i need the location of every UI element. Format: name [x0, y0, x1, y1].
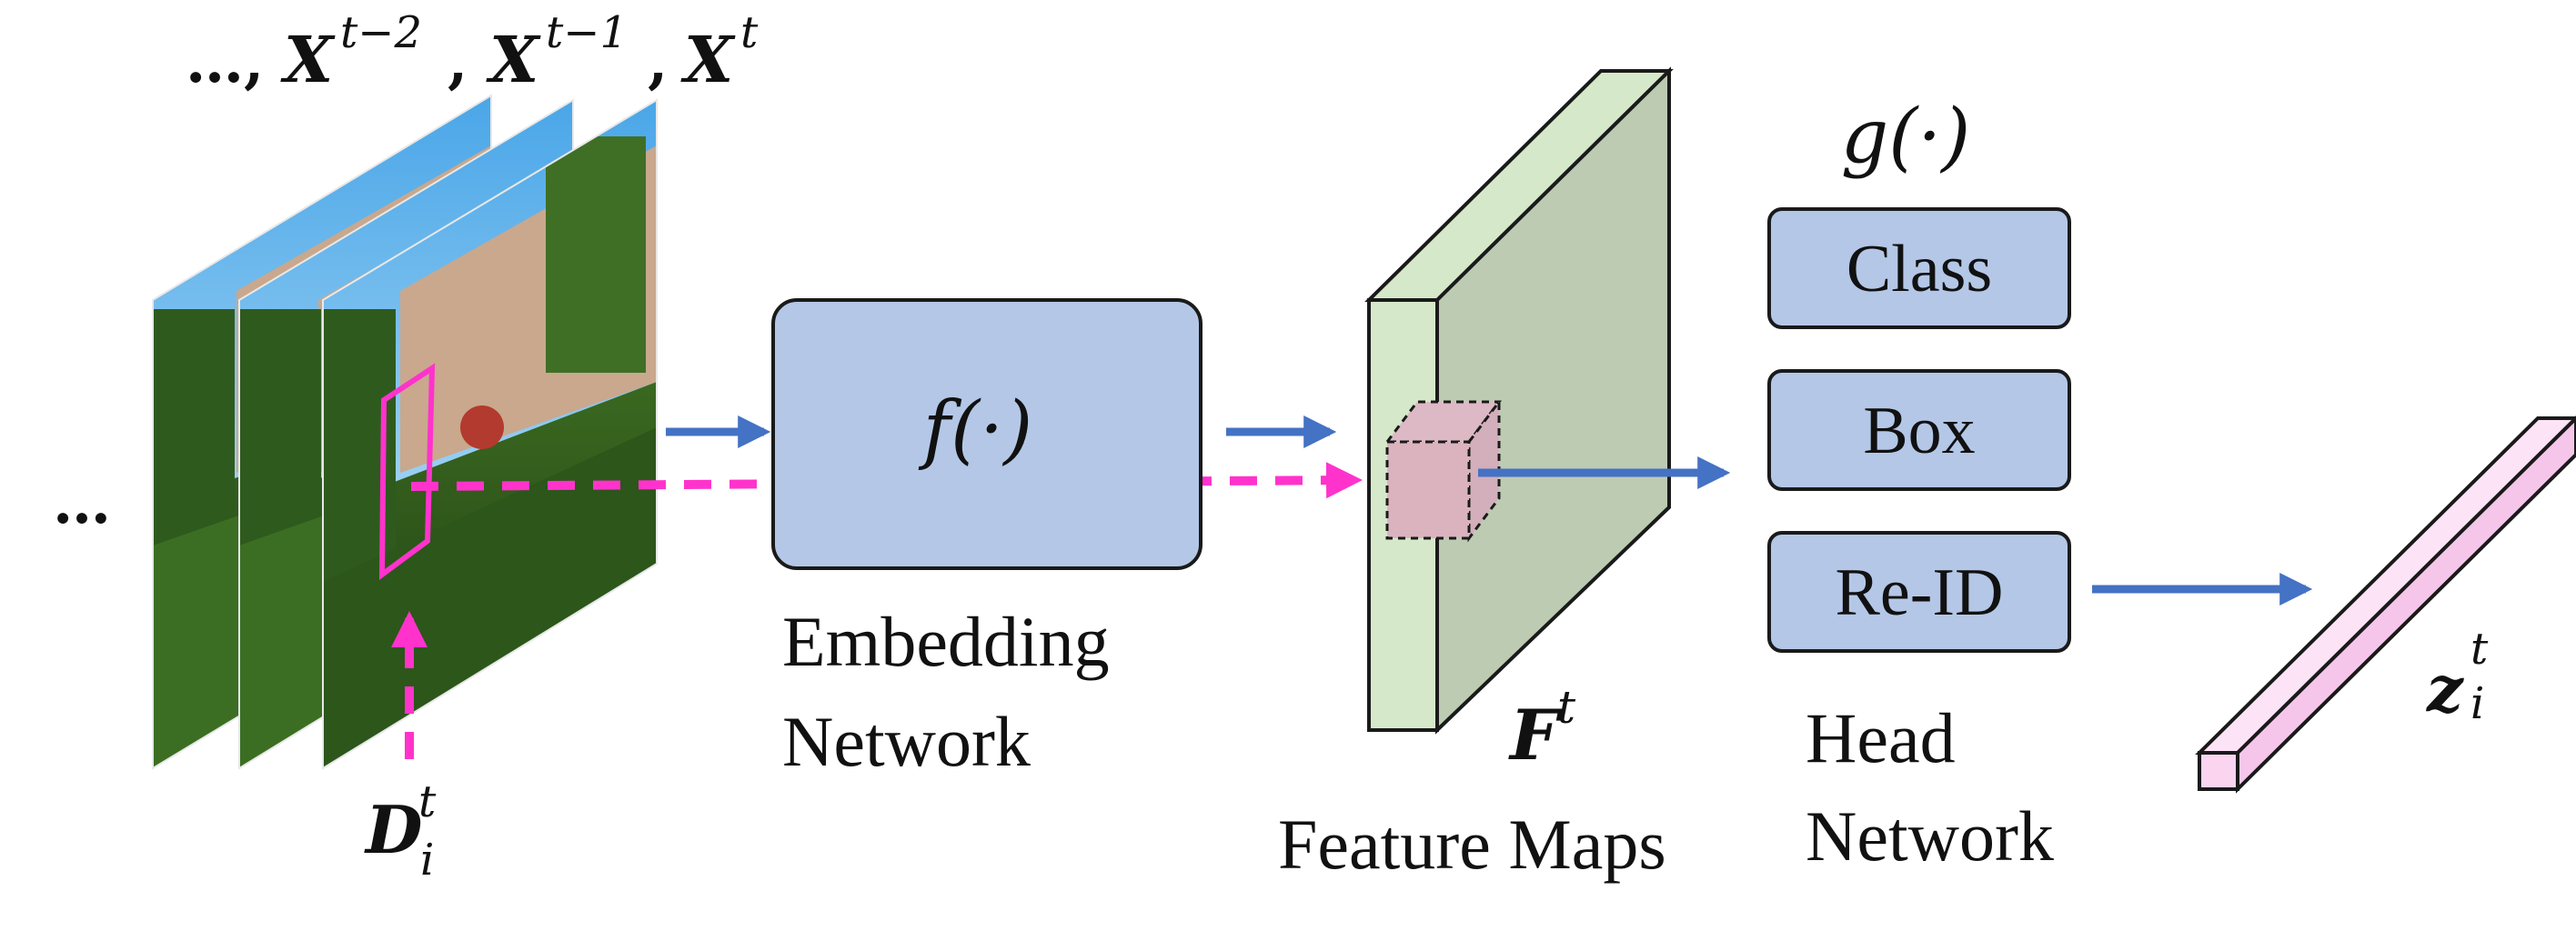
frame-x-t: X — [680, 22, 736, 97]
detection-box — [378, 363, 436, 580]
comma-1: , — [448, 28, 468, 96]
feature-map-symbol: F — [1508, 695, 1564, 776]
head-block-box-label: Box — [1863, 394, 1975, 468]
output-sub: i — [2470, 678, 2484, 729]
head-block-reid-label: Re-ID — [1836, 556, 2004, 630]
frames-prefix: …, — [186, 28, 264, 96]
head-block-class-label: Class — [1846, 232, 1992, 306]
frame-x-t-minus-1-sup: t−1 — [546, 7, 628, 58]
detection-symbol: D — [364, 791, 422, 868]
frame-x-t-sup: t — [740, 7, 759, 58]
head-function: g(·) — [1841, 94, 1971, 180]
left-ellipsis: … — [53, 469, 111, 537]
output-symbol: z — [2425, 651, 2464, 726]
head-caption-line1: Head — [1806, 698, 1956, 777]
detection-sup: t — [418, 776, 437, 827]
feature-maps-caption: Feature Maps — [1278, 805, 1666, 884]
frame-x-t-minus-2: X — [280, 22, 336, 97]
head-block-reid — [1767, 531, 2071, 653]
frame-x-t-minus-2-sup: t−2 — [340, 7, 422, 58]
feature-map-tensor — [1364, 66, 1674, 735]
frame-x-t-minus-1: X — [486, 22, 541, 97]
identity-embedding-vector — [2195, 415, 2576, 794]
embedding-network-block — [771, 298, 1202, 570]
feature-map-sup: t — [1557, 681, 1576, 734]
embedding-function: f(·) — [918, 386, 1032, 473]
detection-sub: i — [420, 835, 434, 886]
head-block-class — [1767, 207, 2071, 329]
head-caption-line2: Network — [1806, 796, 2054, 876]
embedding-caption-line1: Embedding — [782, 602, 1110, 681]
head-block-box — [1767, 369, 2071, 491]
comma-2: , — [648, 28, 668, 96]
embedding-caption-line2: Network — [782, 702, 1031, 781]
output-sup: t — [2470, 624, 2489, 675]
